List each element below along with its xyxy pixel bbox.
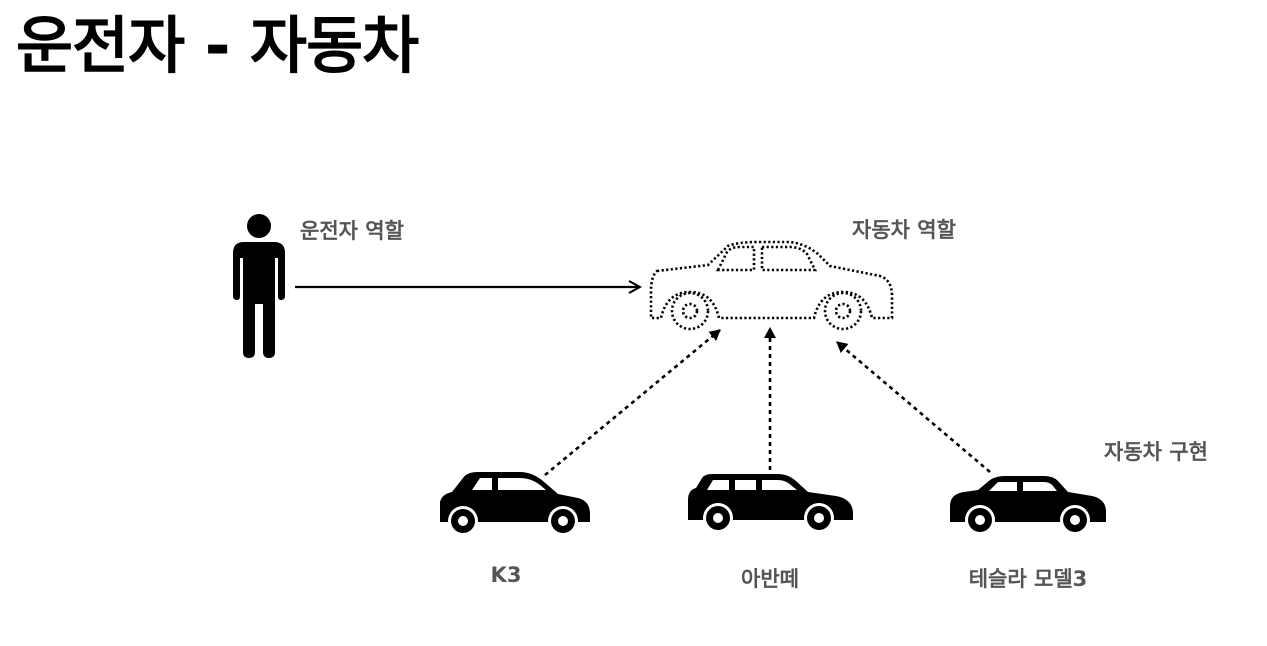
person-icon (233, 214, 285, 358)
car-outline-icon (649, 240, 894, 331)
wagon-car-icon (688, 474, 853, 533)
realization-arrow-k3 (544, 328, 721, 477)
sedan-car-icon (950, 476, 1106, 535)
hatchback-car-icon (440, 472, 590, 536)
page-title: 운전자 - 자동차 (16, 9, 419, 82)
implementation-label: 자동차 구현 (1104, 440, 1208, 464)
driver-role-label: 운전자 역할 (300, 219, 404, 243)
implementation-label-avante: 아반떼 (741, 567, 799, 591)
implementation-label-k3: K3 (490, 563, 522, 587)
car-role-label: 자동차 역할 (852, 218, 956, 242)
realization-arrow-tesla (836, 341, 991, 473)
implementation-label-tesla: 테슬라 모델3 (968, 567, 1088, 591)
